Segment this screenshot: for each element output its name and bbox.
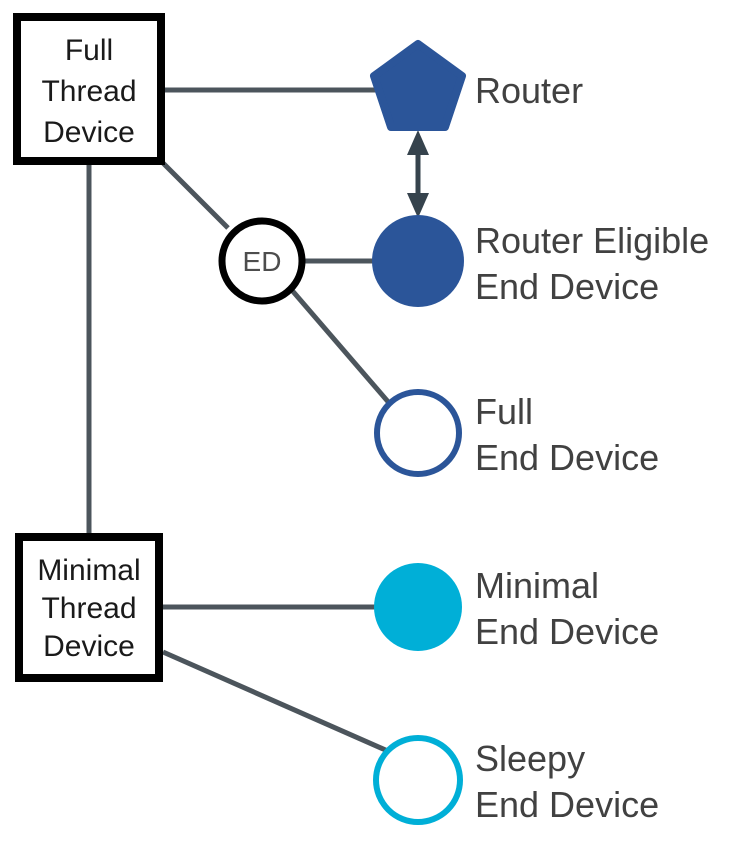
node-end-device[interactable]: ED [218, 217, 306, 305]
node-full-thread-device[interactable]: Full Thread Device [13, 13, 165, 165]
node-router[interactable]: Router [370, 40, 583, 131]
connector-ed-to-fed [288, 286, 392, 406]
sleepy-end-device-label-line-1: Sleepy [475, 738, 585, 779]
full-end-device-label-line-2: End Device [475, 437, 659, 478]
connector-mtd-to-sed [161, 649, 392, 755]
double-arrow-router-reed [407, 130, 429, 218]
node-sleepy-end-device[interactable]: Sleepy End Device [373, 735, 659, 825]
router-eligible-end-device-label-line-2: End Device [475, 266, 659, 307]
minimal-thread-device-label-line-3: Device [43, 630, 135, 663]
minimal-end-device-circle[interactable] [374, 563, 462, 651]
end-device-label: ED [243, 246, 282, 277]
minimal-end-device-label-line-2: End Device [475, 611, 659, 652]
end-device-circle[interactable] [218, 217, 306, 305]
node-router-eligible-end-device[interactable]: Router Eligible End Device [372, 215, 709, 307]
node-full-end-device[interactable]: Full End Device [374, 389, 659, 478]
connector-lines [86, 87, 392, 755]
router-pentagon-shape[interactable] [370, 40, 466, 131]
minimal-end-device-label-line-1: Minimal [475, 565, 599, 606]
full-thread-device-label-line-2: Thread [41, 75, 136, 108]
router-label-line-1: Router [475, 70, 583, 111]
full-end-device-circle[interactable] [374, 389, 462, 477]
arrowhead-up-icon [407, 130, 429, 155]
full-thread-device-box[interactable] [13, 13, 165, 165]
node-minimal-end-device[interactable]: Minimal End Device [374, 563, 659, 652]
full-thread-device-label-line-1: Full [65, 34, 113, 67]
minimal-thread-device-label-line-2: Thread [41, 592, 136, 625]
arrowhead-down-icon [407, 193, 429, 218]
minimal-thread-device-box[interactable] [15, 533, 163, 682]
connector-ftd-to-ed [161, 161, 230, 230]
node-minimal-thread-device[interactable]: Minimal Thread Device [15, 533, 163, 682]
minimal-thread-device-label-line-1: Minimal [37, 554, 140, 587]
full-end-device-label-line-1: Full [475, 391, 533, 432]
router-eligible-end-device-circle[interactable] [372, 215, 464, 307]
sleepy-end-device-circle[interactable] [373, 735, 463, 825]
router-eligible-end-device-label-line-1: Router Eligible [475, 220, 709, 261]
sleepy-end-device-label-line-2: End Device [475, 784, 659, 825]
full-thread-device-label-line-3: Device [43, 116, 135, 149]
